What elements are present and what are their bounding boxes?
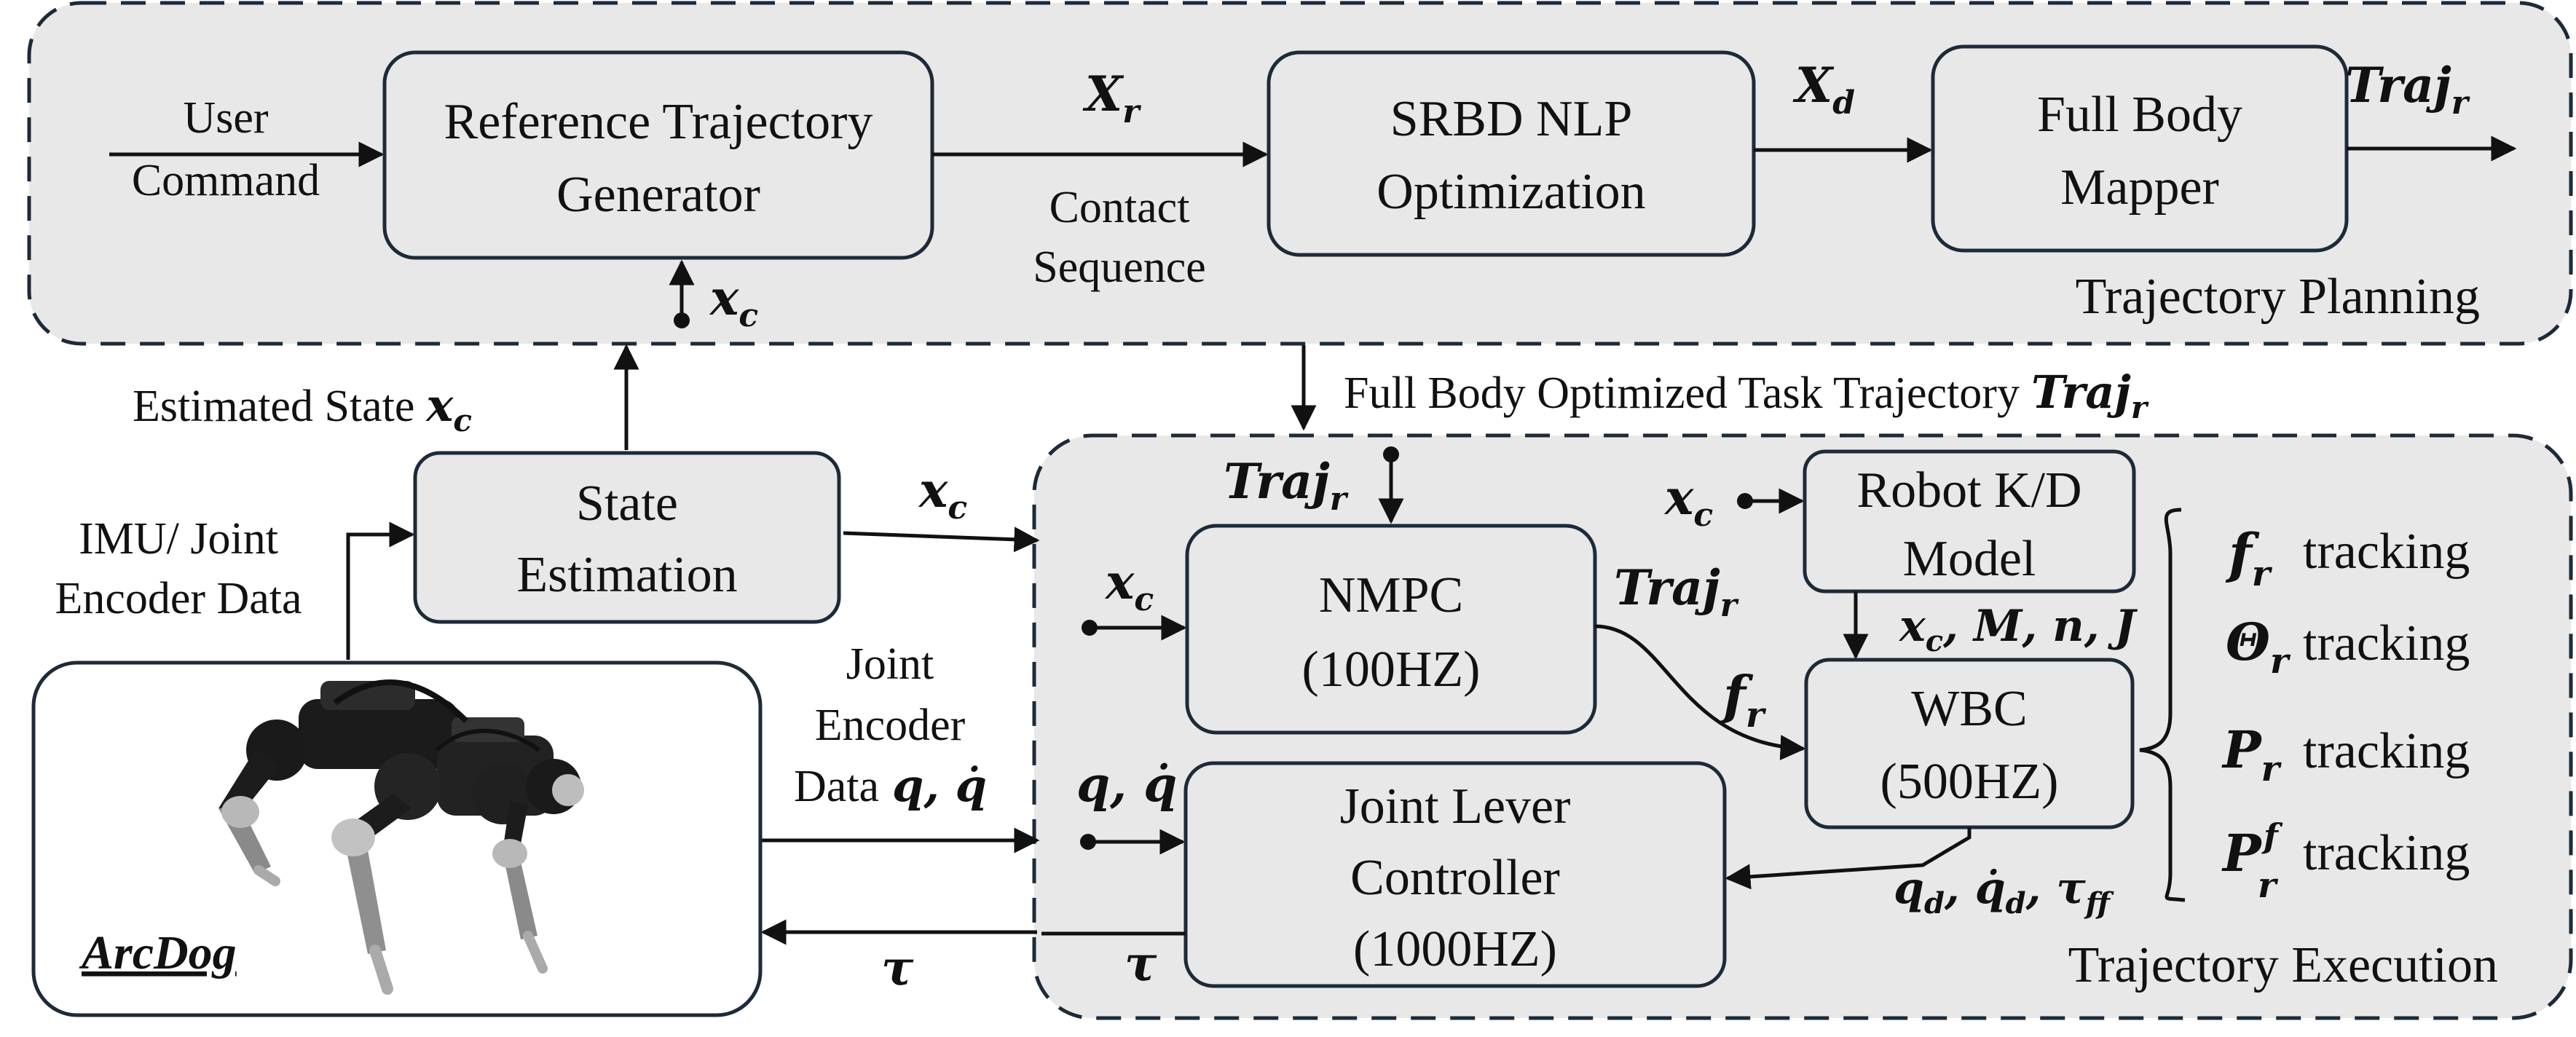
- xc-to-execution-label: xc: [918, 462, 967, 527]
- full-body-mapper-line2: Mapper: [2060, 159, 2219, 216]
- nmpc-line1: NMPC: [1319, 567, 1463, 623]
- tracking-brace: [2139, 508, 2186, 902]
- svg-text:tracking: tracking: [2303, 524, 2470, 580]
- srbd-nlp-optimization-box: [1267, 50, 1756, 257]
- svg-text:P: P: [2221, 823, 2263, 883]
- state-estimation-line1: State: [576, 476, 678, 532]
- svg-text:Θr: Θr: [2226, 612, 2291, 682]
- srbd-nlp-line2: Optimization: [1376, 164, 1645, 220]
- xr-label: Xr: [1082, 66, 1141, 130]
- xc-to-execution-arrow: [843, 527, 1040, 553]
- kd-output-label: xc, M, n, J: [1898, 601, 2138, 658]
- traj-output-exec-label: Trajr: [1614, 559, 1739, 624]
- user-command-label-2: Command: [132, 156, 320, 205]
- xc-nmpc-label: xc: [1104, 553, 1154, 618]
- jlc-line3: (1000HZ): [1353, 921, 1557, 977]
- joint-lever-controller-box: [1183, 761, 1727, 988]
- tracking-item-4: P f r tracking: [2221, 816, 2470, 906]
- jlc-line1: Joint Lever: [1340, 778, 1571, 835]
- robot-box: [31, 661, 763, 1017]
- robot-kd-model-line1: Robot K/D: [1856, 462, 2081, 518]
- reference-trajectory-generator-line2: Generator: [556, 167, 760, 223]
- full-body-mapper-box: [1931, 44, 2349, 253]
- robot-kd-model-box: [1803, 449, 2136, 594]
- fr-label: fr: [1720, 664, 1767, 736]
- robot-name: ArcDog: [79, 926, 237, 979]
- tau-to-robot-label: τ: [881, 939, 914, 996]
- wbc-line1: WBC: [1911, 681, 2027, 737]
- xd-label: Xd: [1792, 57, 1855, 122]
- tracking-item-3: Pr tracking: [2221, 719, 2470, 789]
- imu-label-line1: IMU/ Joint: [79, 514, 278, 564]
- nmpc-to-wbc-arrow: [1594, 624, 1806, 761]
- svg-text:tracking: tracking: [2303, 615, 2470, 671]
- xc-feedback-label: xc: [709, 269, 758, 334]
- contact-sequence-line2: Sequence: [1033, 243, 1206, 292]
- traj-output-label: Trajr: [2345, 57, 2470, 122]
- joint-encoder-line1: Joint: [846, 639, 934, 689]
- state-estimation-box: [413, 451, 841, 624]
- state-estimation-line2: Estimation: [516, 547, 737, 603]
- q-input-label: q, q̇: [1076, 756, 1177, 813]
- trajectory-planning-label: Trajectory Planning: [2076, 269, 2480, 325]
- svg-text:r: r: [2258, 865, 2279, 906]
- robot-kd-model-line2: Model: [1903, 531, 2036, 587]
- srbd-nlp-line1: SRBD NLP: [1390, 91, 1633, 147]
- tracking-item-2: Θr tracking: [2226, 612, 2470, 682]
- imu-label-line2: Encoder Data: [55, 574, 302, 623]
- xc-feedback-dot: [674, 312, 690, 328]
- svg-text:Pr: Pr: [2221, 719, 2282, 789]
- xc-kd-label: xc: [1663, 469, 1713, 534]
- tracking-item-1: fr tracking: [2225, 523, 2470, 594]
- jlc-line2: Controller: [1350, 850, 1560, 906]
- wbc-line2: (500HZ): [1880, 754, 2059, 810]
- nmpc-line2: (100HZ): [1302, 642, 1481, 698]
- trajectory-execution-label: Trajectory Execution: [2068, 937, 2498, 993]
- wbc-to-jlc-arrow: [1725, 827, 1972, 890]
- imu-arrow: [346, 521, 415, 660]
- contact-sequence-line1: Contact: [1049, 183, 1190, 232]
- svg-text:tracking: tracking: [2303, 723, 2470, 779]
- reference-trajectory-generator-box: [382, 50, 934, 260]
- joint-encoder-line2: Encoder: [815, 701, 966, 750]
- nmpc-box: [1185, 524, 1597, 735]
- reference-trajectory-generator-line1: Reference Trajectory: [444, 94, 873, 150]
- full-body-mapper-line1: Full Body: [2037, 87, 2242, 143]
- wbc-output-label: qd, q̇d, τff: [1894, 863, 2114, 920]
- traj-input-label: Trajr: [1224, 453, 1349, 518]
- tau-out-label: τ: [1124, 935, 1157, 992]
- robot-dog-image: [218, 679, 584, 995]
- user-command-label-1: User: [183, 93, 268, 143]
- svg-text:tracking: tracking: [2303, 825, 2470, 881]
